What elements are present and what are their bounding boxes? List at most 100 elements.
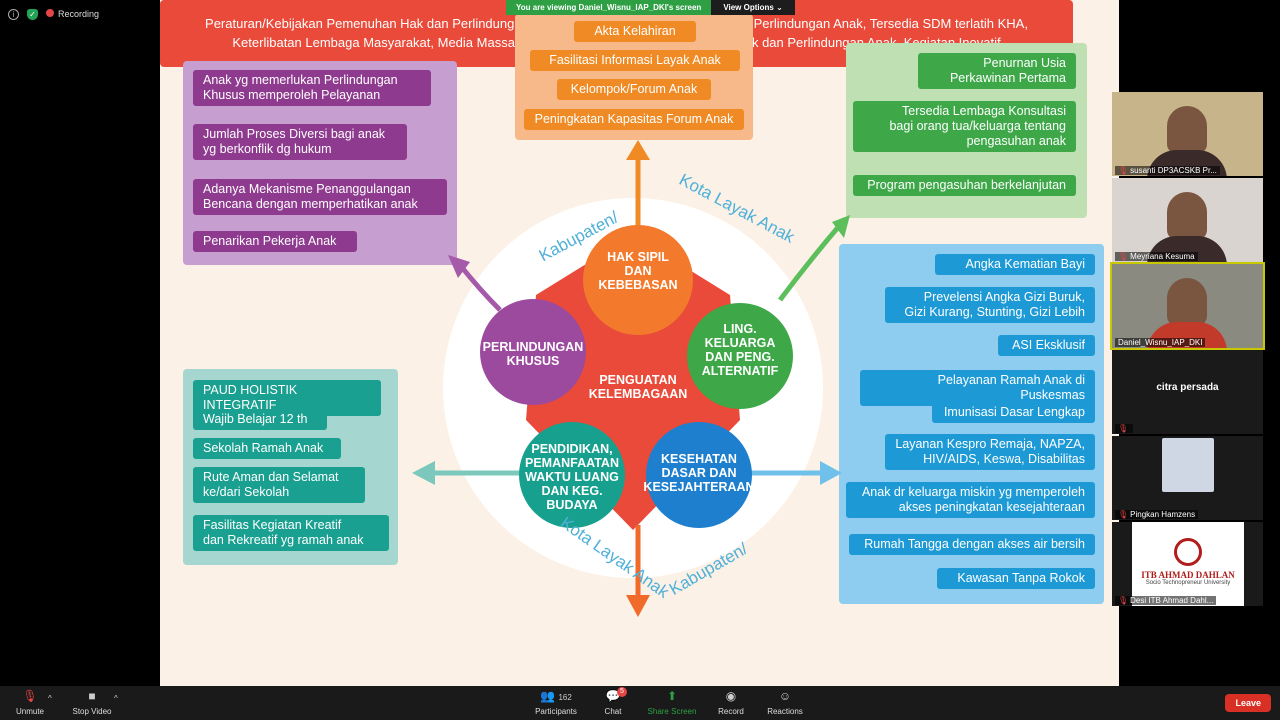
participant-video bbox=[1167, 192, 1207, 240]
leave-button[interactable]: Leave bbox=[1225, 694, 1271, 712]
arrow-up-head bbox=[626, 140, 650, 160]
participant-name: 🎙Meyriana Kesuma bbox=[1115, 252, 1198, 261]
audio-options-caret-icon[interactable]: ^ bbox=[48, 694, 52, 703]
blue-item: Pelayanan Ramah Anak di Puskesmas bbox=[860, 370, 1095, 406]
blue-item: ASI Eksklusif bbox=[998, 335, 1095, 356]
record-label: Record bbox=[718, 707, 744, 716]
arrow-left-head bbox=[412, 461, 435, 485]
participant-name: Daniel_Wisnu_IAP_DKI bbox=[1115, 338, 1206, 347]
participant-tile[interactable]: 🎙Meyriana Kesuma bbox=[1112, 178, 1263, 262]
mic-muted-icon: 🎙 bbox=[1118, 510, 1129, 519]
mic-muted-icon: 🎙 bbox=[1118, 252, 1129, 261]
arrow-upright-head bbox=[832, 215, 850, 238]
share-screen-label: Share Screen bbox=[647, 707, 697, 716]
purple-item: Penarikan Pekerja Anak bbox=[193, 231, 357, 252]
petal-lingkungan bbox=[687, 303, 793, 409]
view-options-label: View Options bbox=[723, 3, 774, 12]
shield-icon[interactable]: ✓ bbox=[27, 8, 38, 20]
participant-photo bbox=[1162, 438, 1214, 492]
unmute-button[interactable]: 🎙 Unmute bbox=[0, 688, 60, 716]
record-dot-icon bbox=[46, 9, 54, 17]
unmute-label: Unmute bbox=[15, 707, 44, 716]
video-options-caret-icon[interactable]: ^ bbox=[114, 694, 118, 703]
reactions-label: Reactions bbox=[767, 707, 803, 716]
meeting-topbar: i ✓ Recording bbox=[0, 0, 200, 28]
stop-video-button[interactable]: ■ Stop Video bbox=[62, 688, 122, 716]
blue-item: Angka Kematian Bayi bbox=[935, 254, 1095, 275]
chat-label: Chat bbox=[604, 707, 622, 716]
logo-title: ITB AHMAD DAHLAN bbox=[1141, 570, 1235, 580]
blue-item: Prevelensi Angka Gizi Buruk,Gizi Kurang,… bbox=[885, 287, 1095, 323]
recording-label: Recording bbox=[58, 9, 100, 19]
petal-perlindungan bbox=[480, 299, 586, 405]
blue-item: Kawasan Tanpa Rokok bbox=[937, 568, 1095, 589]
orange-item: Peningkatan Kapasitas Forum Anak bbox=[524, 109, 744, 130]
view-options-button[interactable]: View Options ⌄ bbox=[711, 0, 795, 15]
video-camera-icon: ■ bbox=[88, 689, 96, 703]
logo-subtitle: Socio Technopreneur University bbox=[1145, 580, 1231, 586]
participant-name: 🎙Desi ITB Ahmad Dahl... bbox=[1115, 596, 1217, 605]
petal-kesehatan bbox=[646, 422, 752, 528]
share-screen-icon: ⬆ bbox=[666, 689, 678, 703]
info-icon[interactable]: i bbox=[8, 8, 19, 20]
meeting-toolbar: 🎙 Unmute ^ ■ Stop Video ^ 👥 162 Particip… bbox=[0, 686, 1280, 720]
participants-count: 162 bbox=[558, 693, 572, 702]
participant-name: 🎙susanti DP3ACSKB Pr... bbox=[1115, 166, 1220, 175]
orange-item: Fasilitasi Informasi Layak Anak bbox=[530, 50, 740, 71]
arrow-upright bbox=[778, 223, 842, 302]
petal-pendidikan bbox=[519, 422, 625, 528]
mic-muted-icon: 🎙 bbox=[22, 689, 38, 703]
record-button[interactable]: ◉ Record bbox=[701, 688, 761, 716]
participant-tile[interactable]: 🎙susanti DP3ACSKB Pr... bbox=[1112, 92, 1263, 176]
mic-muted-icon: 🎙 bbox=[1118, 596, 1129, 605]
participant-tile[interactable]: Daniel_Wisnu_IAP_DKI bbox=[1110, 262, 1265, 350]
participant-name: 🎙 bbox=[1115, 424, 1134, 433]
arrow-upleft-head bbox=[448, 255, 470, 278]
reactions-button[interactable]: ☺ Reactions bbox=[755, 688, 815, 716]
participant-video bbox=[1167, 106, 1207, 154]
participants-button[interactable]: 👥 162 Participants bbox=[526, 688, 586, 716]
teal-item: Wajib Belajar 12 th bbox=[193, 409, 327, 430]
reactions-icon: ☺ bbox=[778, 689, 792, 703]
chevron-down-icon: ⌄ bbox=[776, 3, 783, 12]
share-screen-button[interactable]: ⬆ Share Screen bbox=[642, 688, 702, 716]
orange-item: Akta Kelahiran bbox=[574, 21, 696, 42]
chat-badge: 5 bbox=[617, 687, 627, 697]
logo-emblem-icon bbox=[1174, 538, 1202, 566]
arrow-down-head bbox=[626, 595, 650, 617]
diagram-svg: Kabupaten/ Kota Layak Anak Kota Layak An… bbox=[412, 140, 850, 617]
chat-button[interactable]: 💬 5 Chat bbox=[583, 687, 643, 716]
screen-share-banner: You are viewing Daniel_Wisnu_IAP_DKI's s… bbox=[506, 0, 795, 15]
record-icon: ◉ bbox=[725, 689, 737, 703]
green-item: Program pengasuhan berkelanjutan bbox=[853, 175, 1076, 196]
blue-item: Layanan Kespro Remaja, NAPZA,HIV/AIDS, K… bbox=[885, 434, 1095, 470]
participants-icon: 👥 162 bbox=[540, 689, 572, 703]
participant-tile[interactable]: citra persada 🎙 bbox=[1112, 350, 1263, 434]
mic-muted-icon: 🎙 bbox=[1118, 166, 1129, 175]
participant-video bbox=[1167, 278, 1207, 326]
recording-indicator[interactable]: Recording bbox=[46, 9, 99, 19]
petal-hak-sipil bbox=[583, 225, 693, 335]
participant-tile[interactable]: 🎙Pingkan Hamzens bbox=[1112, 436, 1263, 520]
participant-name: 🎙Pingkan Hamzens bbox=[1115, 510, 1199, 519]
viewing-label: You are viewing Daniel_Wisnu_IAP_DKI's s… bbox=[506, 0, 712, 15]
participant-center-name: citra persada bbox=[1156, 382, 1219, 393]
stop-video-label: Stop Video bbox=[72, 707, 112, 716]
